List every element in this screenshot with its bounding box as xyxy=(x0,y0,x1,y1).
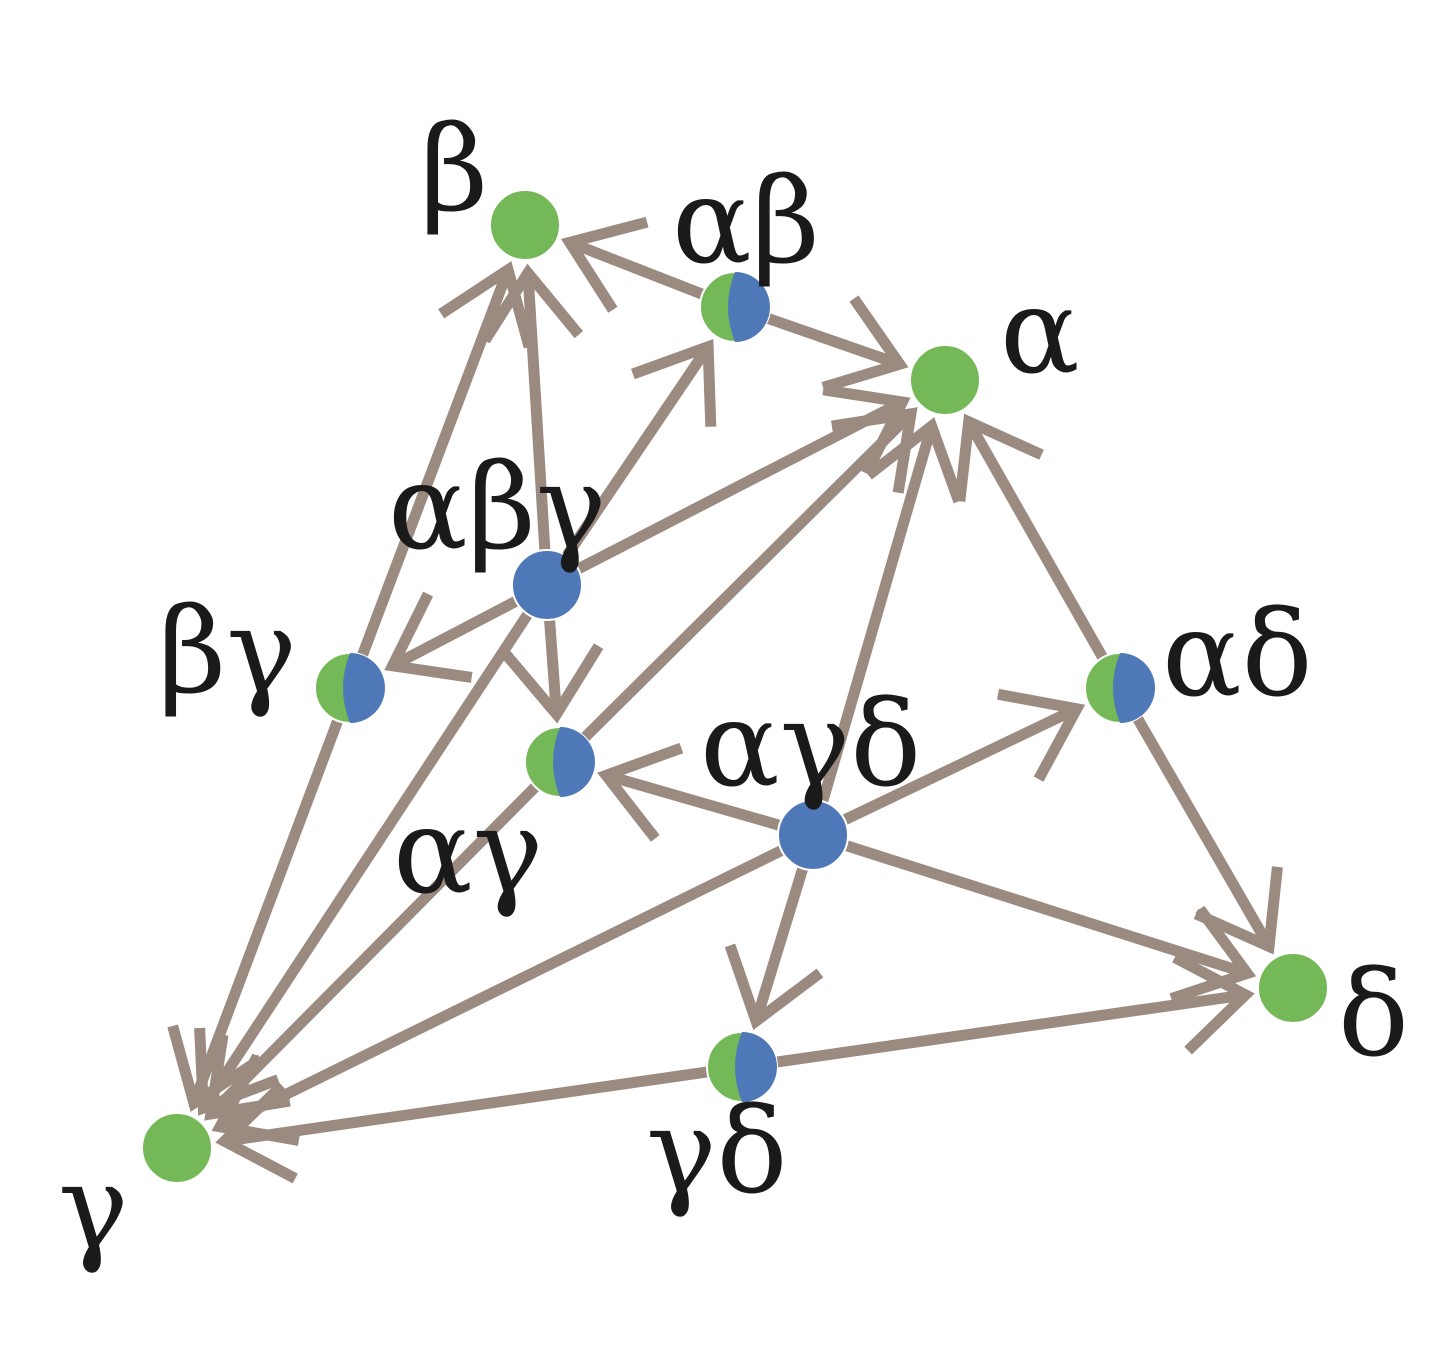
edge-line xyxy=(580,409,915,742)
node-circle xyxy=(909,344,981,416)
arrowhead xyxy=(631,339,717,427)
edge-line xyxy=(567,237,705,300)
node-circle xyxy=(777,799,849,871)
arrowhead xyxy=(167,1024,264,1112)
node-circle xyxy=(141,1112,213,1184)
edge-line xyxy=(963,419,1108,661)
edge-line xyxy=(188,718,343,1106)
arrowhead xyxy=(724,943,824,1031)
edge-ag-to-a xyxy=(580,407,918,742)
edge-ad-to-d xyxy=(1132,715,1283,955)
node-d xyxy=(1257,952,1329,1024)
node-g xyxy=(141,1112,213,1184)
node-blue-half xyxy=(728,272,770,342)
edge-line xyxy=(357,267,514,658)
edge-agd-to-ag xyxy=(597,742,781,842)
edge-line xyxy=(206,782,540,1118)
edge-line xyxy=(844,840,1249,979)
edge-line xyxy=(817,424,937,803)
arrowhead xyxy=(560,216,649,313)
node-b xyxy=(489,189,561,261)
edge-line xyxy=(522,272,551,551)
node-abg xyxy=(511,549,583,621)
node-ag xyxy=(524,726,596,798)
node-label-d: δ xyxy=(1338,945,1409,1083)
node-ab xyxy=(699,271,771,343)
node-label-ag: αγ xyxy=(393,782,543,920)
arrowhead xyxy=(438,261,535,349)
edge-line xyxy=(575,397,905,574)
edge-agd-to-gd xyxy=(724,866,824,1031)
edge-line xyxy=(775,989,1247,1068)
edge-gd-to-d xyxy=(775,952,1255,1068)
edge-line xyxy=(1132,715,1274,950)
edge-agd-to-d xyxy=(844,840,1257,1004)
node-label-bg: βγ xyxy=(158,582,297,720)
edge-abg-to-b xyxy=(480,263,584,551)
edge-bg-to-b xyxy=(357,261,535,658)
arrowhead xyxy=(384,591,473,683)
edge-line xyxy=(198,611,533,1111)
node-agd xyxy=(777,799,849,871)
node-gd xyxy=(706,1031,778,1103)
node-label-agd: αγδ xyxy=(700,675,921,813)
edge-abg-to-bg xyxy=(384,591,519,683)
node-circle xyxy=(511,549,583,621)
arrowhead xyxy=(500,643,604,724)
edge-line xyxy=(217,845,785,1132)
edge-ab-to-a xyxy=(766,295,909,393)
edge-agd-to-a xyxy=(817,417,964,803)
edge-abg-to-a xyxy=(575,384,911,574)
arrowhead xyxy=(997,688,1086,782)
node-a xyxy=(909,344,981,416)
arrowhead xyxy=(831,407,918,494)
edge-line xyxy=(604,770,781,831)
edge-line xyxy=(750,866,809,1023)
node-circle xyxy=(489,189,561,261)
edge-line xyxy=(766,313,902,370)
edge-line xyxy=(389,596,519,671)
node-ad xyxy=(1084,652,1156,724)
node-label-abg: αβγ xyxy=(388,438,606,576)
arrowhead xyxy=(215,1081,298,1184)
node-blue-half xyxy=(553,727,595,797)
node-blue-half xyxy=(1113,653,1155,723)
edge-line xyxy=(842,703,1080,825)
edge-agd-to-ad xyxy=(842,688,1086,825)
edge-line xyxy=(544,619,562,715)
arrowhead xyxy=(1172,952,1255,1055)
arrowhead xyxy=(865,417,964,504)
arrowhead xyxy=(1193,866,1283,955)
edge-line xyxy=(223,1066,709,1147)
node-label-ad: αδ xyxy=(1162,585,1313,723)
arrowhead xyxy=(821,295,909,393)
node-label-ab: αβ xyxy=(672,152,820,290)
edges xyxy=(167,216,1283,1184)
arrowhead xyxy=(954,413,1044,502)
edge-ab-to-b xyxy=(560,216,705,313)
edge-ad-to-a xyxy=(954,413,1108,661)
node-blue-half xyxy=(343,653,385,723)
node-blue-half xyxy=(735,1032,777,1102)
arrowhead xyxy=(480,263,584,344)
node-label-a: α xyxy=(1000,262,1080,400)
node-bg xyxy=(314,652,386,724)
arrowhead xyxy=(1169,905,1257,1004)
node-label-g: γ xyxy=(58,1138,129,1276)
arrowhead xyxy=(597,742,684,842)
edge-abg-to-ag xyxy=(500,619,604,724)
node-circle xyxy=(1257,952,1329,1024)
node-label-gd: γδ xyxy=(646,1082,788,1220)
nodes xyxy=(141,189,1329,1184)
arrowhead xyxy=(194,1027,281,1116)
edge-gd-to-g xyxy=(215,1066,709,1184)
edge-abg-to-g xyxy=(194,611,533,1116)
edge-abg-to-ab xyxy=(562,339,717,560)
edge-line xyxy=(562,343,713,560)
node-label-b: β xyxy=(420,100,488,238)
